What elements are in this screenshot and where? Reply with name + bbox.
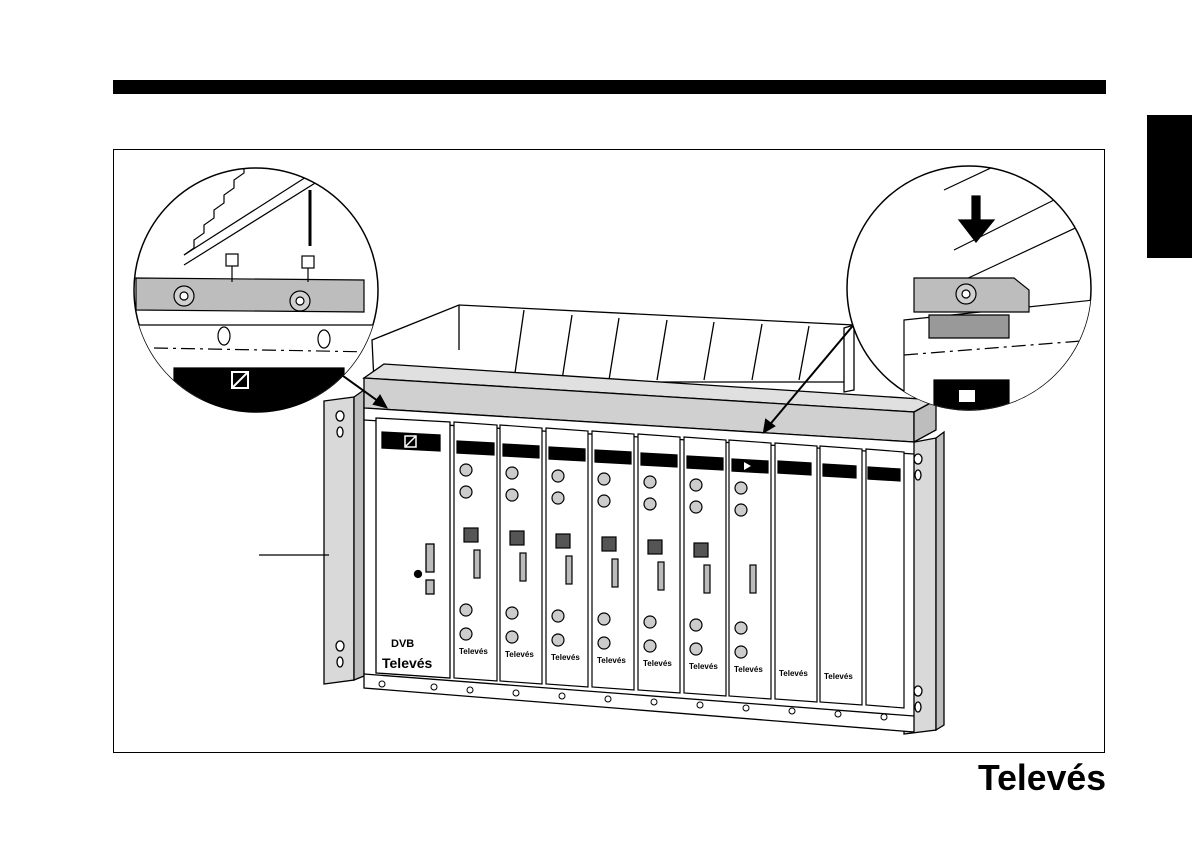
module-brand-label: Televés xyxy=(459,647,488,656)
module-2: Televés xyxy=(500,425,542,684)
screw-icon xyxy=(956,284,976,304)
top-header-rule xyxy=(113,80,1106,94)
module-8: Televés xyxy=(775,443,817,702)
power-supply-module: DVB Televés xyxy=(376,418,450,678)
module-brand-label: Televés xyxy=(689,662,718,671)
module-brand-label: Televés xyxy=(505,650,534,659)
left-rack-bracket xyxy=(324,390,364,684)
module-brand-label: Televés xyxy=(643,659,672,668)
module-9: Televés xyxy=(820,446,862,705)
module-4: Televés xyxy=(592,431,634,690)
module-brand-label: Televés xyxy=(597,656,626,665)
televes-logo: Televés xyxy=(976,756,1111,796)
module-6: Televés xyxy=(684,437,726,696)
right-zoom-detail xyxy=(847,150,1105,420)
left-zoom-detail xyxy=(134,150,384,412)
module-5: Televés xyxy=(638,434,680,693)
module-3: Televés xyxy=(546,428,588,687)
module-brand-label: Televés xyxy=(382,655,433,671)
language-side-tab xyxy=(1147,115,1192,258)
installation-figure: DVB Televés Televés xyxy=(113,149,1105,753)
module-brand-label: Televés xyxy=(824,672,853,681)
dvb-mark: DVB xyxy=(391,638,414,650)
rack-illustration: DVB Televés Televés xyxy=(114,150,1105,753)
module-10 xyxy=(866,449,904,708)
module-brand-label: Televés xyxy=(734,665,763,674)
module-brand-label: Televés xyxy=(551,653,580,662)
footer-brand-text: Televés xyxy=(978,757,1106,796)
module-1: Televés xyxy=(454,422,497,681)
module-7: Televés xyxy=(729,440,771,699)
cover-bar-detail xyxy=(136,278,364,312)
processing-modules: Televés Televés Televés xyxy=(454,422,904,708)
module-brand-label: Televés xyxy=(779,669,808,678)
